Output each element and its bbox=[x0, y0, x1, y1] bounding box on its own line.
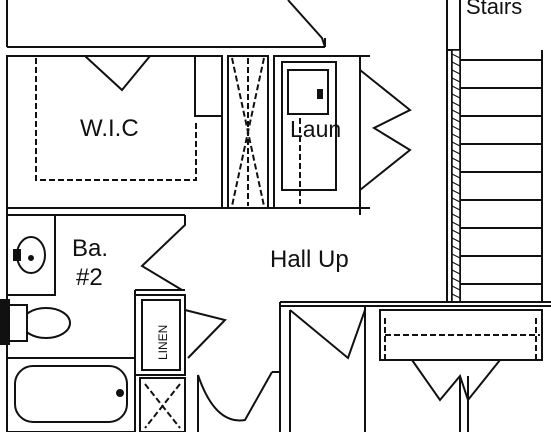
stair-rail bbox=[451, 49, 461, 303]
laundry-label: Laun bbox=[290, 116, 341, 142]
upper-wall-band bbox=[6, 0, 461, 51]
linen-closet bbox=[134, 294, 227, 432]
bath-label-line2: #2 bbox=[76, 264, 103, 291]
wic-label: W.I.C bbox=[80, 115, 139, 142]
bath-label-line1: Ba. bbox=[72, 235, 108, 262]
hall-label: Hall Up bbox=[270, 246, 349, 273]
stairs-label: Stairs bbox=[466, 0, 522, 19]
lower-doors bbox=[197, 309, 543, 432]
laundry-room bbox=[273, 55, 412, 209]
closet-x bbox=[227, 55, 269, 209]
stairs bbox=[451, 50, 543, 302]
linen-label: LINEN bbox=[156, 325, 170, 360]
bath-room bbox=[0, 214, 136, 432]
